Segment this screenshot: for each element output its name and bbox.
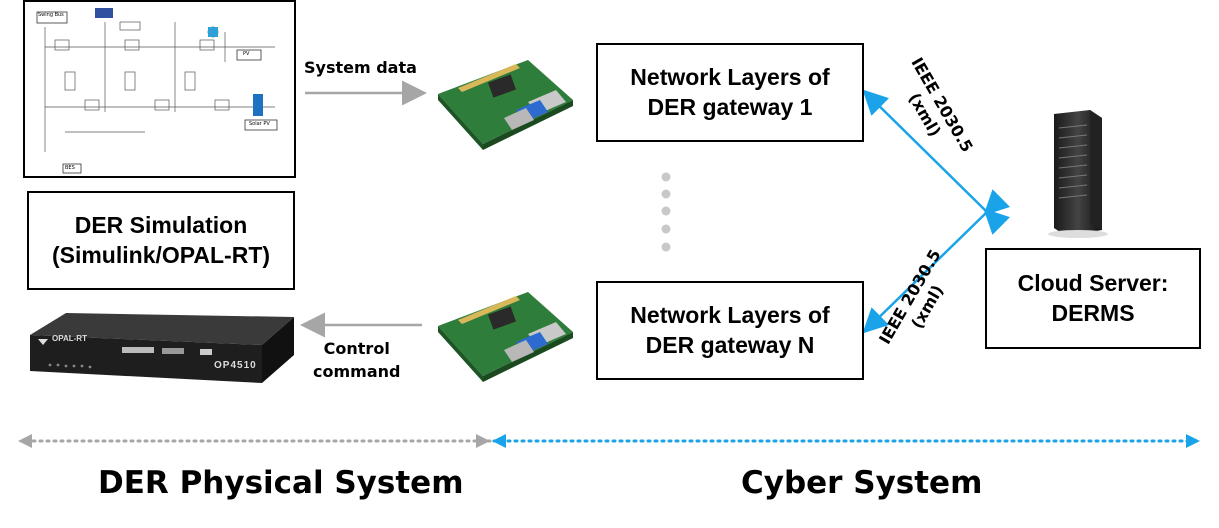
circuit-diagram: [36, 8, 278, 174]
system-data-label: System data: [304, 58, 417, 77]
cloud-line1: Cloud Server:: [1017, 269, 1169, 296]
gateway-1-line1: Network Layers of: [630, 63, 830, 90]
opal-rt-brand: OPAL-RT: [52, 334, 87, 343]
gateway-n-box: Network Layers of DER gateway N: [596, 281, 864, 380]
raspberry-pi-icon-n: [438, 292, 573, 382]
simulink-model-screenshot: Swing Bus PV Solar PV BES: [23, 0, 296, 178]
server-tower-icon: [1048, 110, 1108, 238]
cloud-server-box: Cloud Server: DERMS: [985, 248, 1201, 349]
solar-pv-label: Solar PV: [249, 121, 270, 127]
physical-system-title: DER Physical System: [98, 465, 464, 501]
raspberry-pi-icon-1: [438, 60, 573, 150]
gateway-n-line2: DER gateway N: [645, 331, 815, 358]
der-simulation-box: DER Simulation (Simulink/OPAL-RT): [27, 191, 295, 290]
der-sim-line1: DER Simulation: [74, 211, 248, 238]
physical-right-arrowhead: [476, 434, 490, 448]
swing-bus-label: Swing Bus: [38, 12, 64, 18]
opal-rt-model: OP4510: [214, 360, 257, 371]
bes-label: BES: [65, 165, 75, 171]
ellipsis-dots: [661, 172, 671, 252]
gateway-1-box: Network Layers of DER gateway 1: [596, 43, 864, 142]
opal-rt-chassis: [30, 313, 294, 383]
der-sim-line2: (Simulink/OPAL-RT): [51, 241, 271, 268]
gateway-n-line1: Network Layers of: [630, 301, 830, 328]
cyber-right-arrowhead: [1186, 434, 1200, 448]
physical-left-arrowhead: [18, 434, 32, 448]
protocol-arrow-n: [862, 189, 1011, 334]
pv-label: PV: [243, 51, 250, 57]
control-label-line1: Control: [323, 339, 390, 358]
gateway-1-line2: DER gateway 1: [647, 93, 813, 120]
opal-rt-simulator-device: OPAL-RT OP4510: [26, 305, 294, 387]
control-command-label: Control command: [313, 337, 400, 383]
cyber-left-arrowhead: [492, 434, 506, 448]
control-label-line2: command: [313, 362, 401, 382]
cyber-system-title: Cyber System: [741, 465, 983, 501]
cloud-line2: DERMS: [1051, 299, 1135, 326]
